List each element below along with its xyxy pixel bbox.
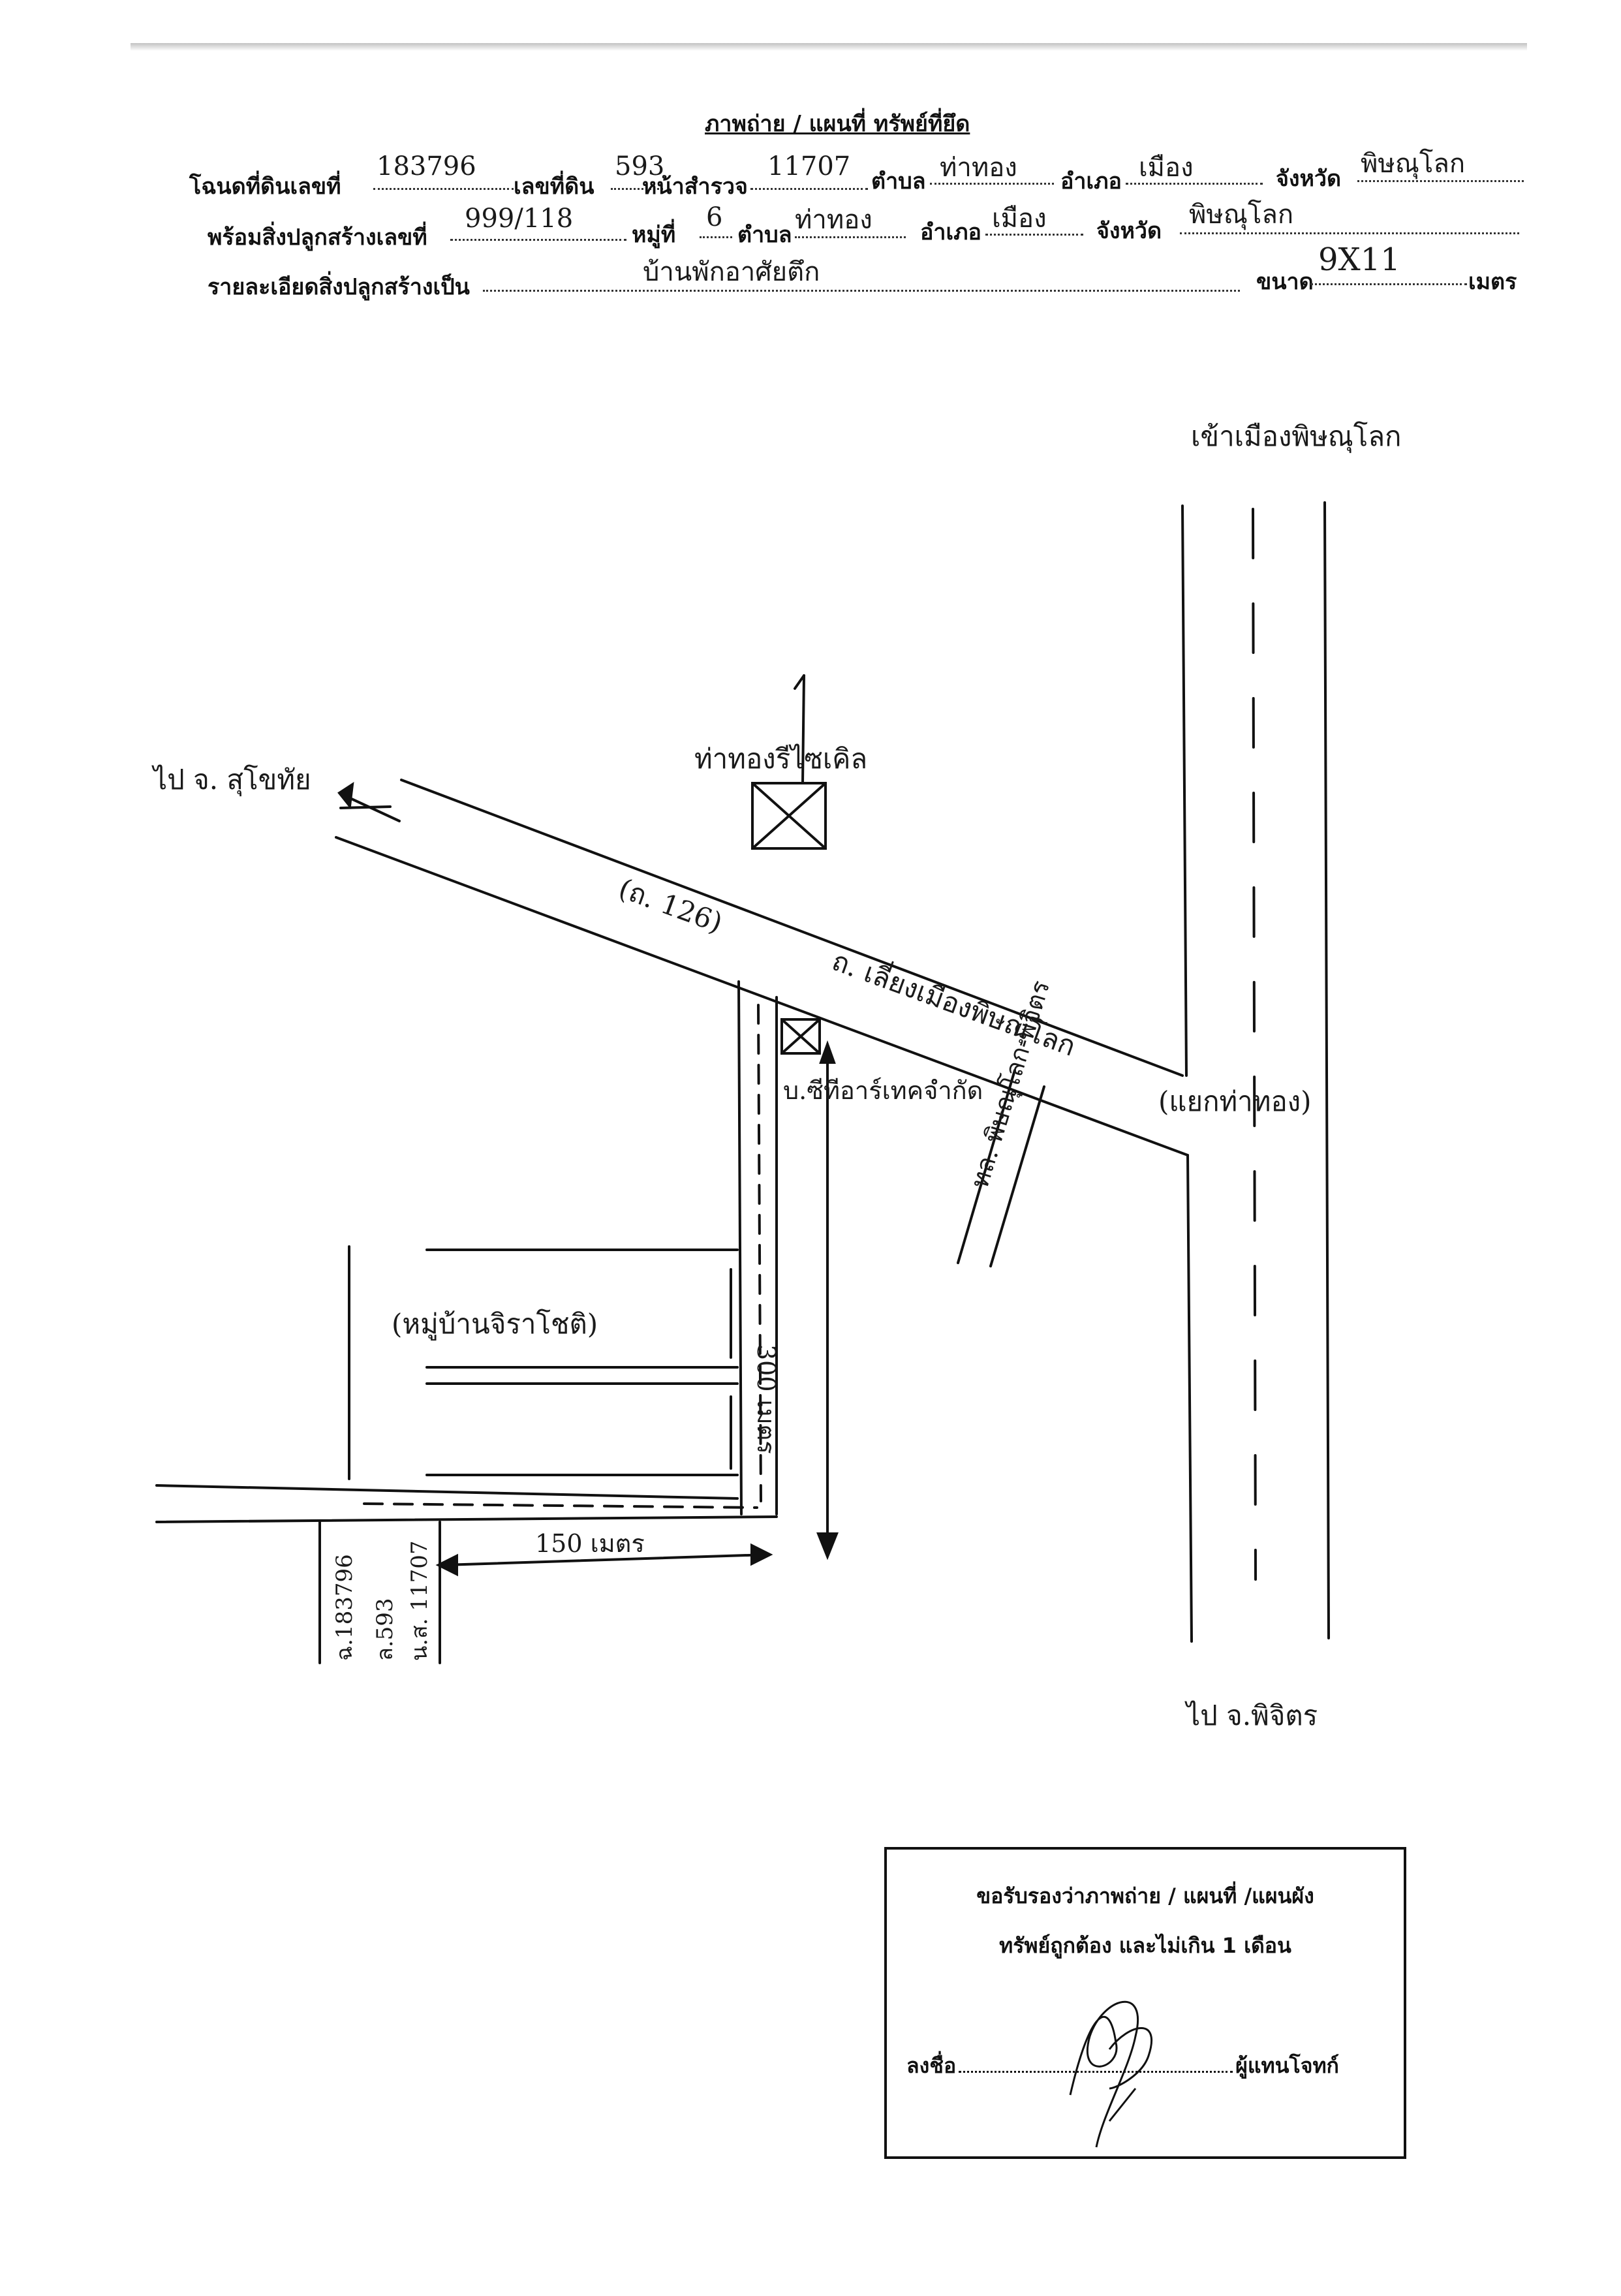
dim-150-arrow-right xyxy=(750,1543,773,1566)
lane-south-edge xyxy=(155,1515,778,1523)
building-label: พร้อมสิ่งปลูกสร้างเลขที่ xyxy=(208,225,427,251)
label-gas-station: ท่าทองรีไซเคิล xyxy=(694,743,868,775)
highway-west-edge-south xyxy=(1186,1154,1193,1643)
land-dots xyxy=(611,188,663,190)
deed-label: โฉนดที่ดินเลขที่ xyxy=(189,174,341,200)
branch-road-2 xyxy=(989,1085,1045,1267)
label-parcel-survey: น.ส. 11707 xyxy=(407,1540,433,1661)
dim-300-arrow-top xyxy=(819,1040,836,1064)
detail-dots xyxy=(483,290,1240,292)
soi-west-edge xyxy=(737,980,743,1515)
label-parcel-deed: ฉ.183796 xyxy=(332,1554,358,1661)
sign-dots xyxy=(959,2071,1233,2073)
cert-line-1: ขอรับรองว่าภาพถ่าย / แผนที่ /แผนผัง xyxy=(976,1884,1314,1908)
survey-value: 11707 xyxy=(767,151,851,181)
amphoe-value-2: เมือง xyxy=(992,204,1047,234)
province-value-2: พิษณุโลก xyxy=(1189,200,1294,230)
sign-label: ลงชื่อ xyxy=(906,2053,957,2078)
highway-east-edge xyxy=(1323,501,1330,1639)
dim-300-arrow-bottom xyxy=(816,1532,839,1560)
signature xyxy=(1069,2000,1153,2148)
soi-centerline xyxy=(757,1004,762,1502)
company-marker xyxy=(780,1018,821,1055)
certification-box: ขอรับรองว่าภาพถ่าย / แผนที่ /แผนผัง ทรัพ… xyxy=(884,1847,1406,2159)
lane-centerline xyxy=(363,1502,758,1509)
bypass-west-stub xyxy=(339,805,392,809)
detail-value: บ้านพักอาศัยตึก xyxy=(643,257,820,287)
amphoe-label-1: อำเภอ xyxy=(1060,168,1122,194)
label-junction: (แยกท่าทอง) xyxy=(1158,1085,1312,1117)
amphoe-dots-1 xyxy=(1126,183,1263,185)
label-to-city: เข้าเมืองพิษณุโลก xyxy=(1191,420,1402,452)
building-value: 999/118 xyxy=(465,204,574,234)
label-to-phichit: ไป จ.พิจิตร xyxy=(1186,1699,1318,1731)
size-dots xyxy=(1310,283,1467,285)
cert-line-2: ทรัพย์ถูกต้อง และไม่เกิน 1 เดือน xyxy=(999,1933,1291,1958)
size-label: ขนาด xyxy=(1256,269,1314,295)
survey-dots xyxy=(750,188,868,190)
label-dist-300: 300 เมตร xyxy=(752,1344,780,1454)
tambon-dots-2 xyxy=(795,236,906,238)
building-dots xyxy=(450,239,626,241)
gas-station-pointer xyxy=(794,674,805,784)
sukhothai-arrowhead xyxy=(337,781,354,809)
land-label: เลขที่ดิน xyxy=(514,174,594,200)
amphoe-value-1: เมือง xyxy=(1139,153,1194,183)
highway-west-edge xyxy=(1181,504,1188,1077)
size-value: 9X11 xyxy=(1318,241,1400,278)
bypass-south-edge xyxy=(335,836,1189,1156)
land-value: 593 xyxy=(615,151,665,181)
tambon-dots-1 xyxy=(930,183,1054,185)
label-to-sukhothai: ไป จ. สุโขทัย xyxy=(153,764,311,796)
amphoe-dots-2 xyxy=(985,234,1083,236)
gas-station-marker xyxy=(751,782,827,850)
branch-road-1 xyxy=(957,1069,1016,1264)
moo-dots xyxy=(700,236,732,238)
unit-label: เมตร xyxy=(1468,269,1517,295)
sign-role: ผู้แทนโจทก์ xyxy=(1235,2053,1339,2078)
tambon-label-2: ตำบล xyxy=(737,222,792,248)
sukhothai-arrow-line xyxy=(345,795,401,822)
tambon-value-1: ท่าทอง xyxy=(940,153,1017,183)
moo-label: หมู่ที่ xyxy=(632,222,676,248)
tambon-label-1: ตำบล xyxy=(871,168,926,194)
province-dots-1 xyxy=(1357,180,1524,182)
deed-value: 183796 xyxy=(377,151,476,181)
tambon-value-2: ท่าทอง xyxy=(795,205,872,235)
province-label-1: จังหวัด xyxy=(1276,166,1342,192)
label-dist-150: 150 เมตร xyxy=(535,1529,645,1558)
bypass-north-edge xyxy=(400,779,1184,1077)
amphoe-label-2: อำเภอ xyxy=(920,219,981,245)
label-company: บ.ซีทีอาร์เทคจำกัด xyxy=(783,1076,983,1105)
moo-value: 6 xyxy=(706,202,723,232)
label-parcel-land: ล.593 xyxy=(372,1598,398,1661)
lane-north-edge xyxy=(155,1484,739,1500)
province-value-1: พิษณุโลก xyxy=(1361,149,1466,179)
dim-150-line xyxy=(442,1553,769,1566)
deed-dots xyxy=(373,188,514,190)
survey-label: หน้าสำรวจ xyxy=(642,174,748,200)
page-title: ภาพถ่าย / แผนที่ ทรัพย์ที่ยึด xyxy=(705,111,970,137)
province-label-2: จังหวัด xyxy=(1096,218,1162,244)
scan-shadow xyxy=(131,43,1527,51)
cert-sign-row: ลงชื่อ ผู้แทนโจทก์ xyxy=(906,2049,1339,2083)
highway-centerline xyxy=(1252,508,1257,1581)
detail-label: รายละเอียดสิ่งปลูกสร้างเป็น xyxy=(208,274,470,300)
label-village: (หมู่บ้านจิราโชติ) xyxy=(392,1308,598,1340)
dim-150-arrow-left xyxy=(435,1553,458,1577)
province-dots-2 xyxy=(1180,232,1519,234)
